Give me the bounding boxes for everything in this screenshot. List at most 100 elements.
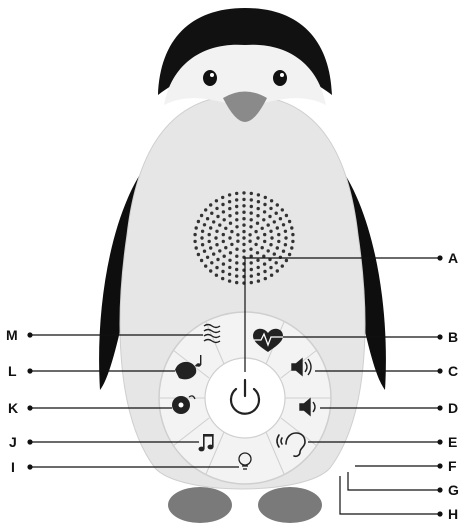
right-eye — [273, 70, 287, 86]
grille-dot — [242, 249, 245, 252]
callout-c: C — [448, 363, 458, 379]
grille-dot — [228, 259, 231, 262]
grille-dot — [242, 198, 245, 201]
grille-dot — [290, 226, 293, 229]
callout-g: G — [448, 482, 459, 498]
grille-dot — [261, 227, 264, 230]
callout-k: K — [8, 400, 18, 416]
grille-dot — [235, 255, 238, 258]
left-eye — [203, 70, 217, 86]
grille-dot — [261, 246, 264, 249]
grille-dot — [277, 240, 280, 243]
grille-dot — [223, 255, 226, 258]
grille-dot — [197, 253, 200, 256]
grille-dot — [201, 243, 204, 246]
grille-dot — [250, 211, 253, 214]
grille-dot — [267, 223, 270, 226]
grille-dot — [257, 273, 260, 276]
grille-dot — [228, 200, 231, 203]
grille-dot — [248, 240, 251, 243]
callout-f: F — [448, 458, 457, 474]
grille-dot — [206, 256, 209, 259]
grille-dot — [281, 264, 284, 267]
grille-dot — [269, 207, 272, 210]
grille-dot — [195, 226, 198, 229]
grille-dot — [249, 225, 252, 228]
grille-dot — [204, 208, 207, 211]
grille-dot — [256, 214, 259, 217]
grille-dot — [228, 193, 231, 196]
grille-dot — [242, 191, 245, 194]
grille-dot — [279, 217, 282, 220]
grille-dot — [218, 249, 221, 252]
grille-dot — [235, 192, 238, 195]
grille-dot — [263, 240, 266, 243]
grille-dot — [284, 243, 287, 246]
grille-dot — [269, 266, 272, 269]
grille-dot — [222, 233, 225, 236]
grille-dot — [203, 250, 206, 253]
grille-dot — [264, 196, 267, 199]
grille-dot — [228, 236, 231, 239]
grille-dot — [250, 268, 253, 271]
grille-dot — [285, 259, 288, 262]
grille-dot — [235, 268, 238, 271]
grille-dot — [212, 252, 215, 255]
grille-dot — [284, 230, 287, 233]
grille-dot — [215, 274, 218, 277]
grille-dot — [208, 233, 211, 236]
grille-dot — [264, 277, 267, 280]
grille-dot — [235, 218, 238, 221]
grille-dot — [200, 214, 203, 217]
grille-dot — [210, 212, 213, 215]
grille-dot — [228, 273, 231, 276]
grille-dot — [250, 261, 253, 264]
grille-dot — [224, 246, 227, 249]
callout-i: I — [11, 459, 15, 475]
grille-dot — [276, 203, 279, 206]
grille-dot — [276, 226, 279, 229]
grille-dot — [242, 230, 245, 233]
grille-dot — [229, 251, 232, 254]
grille-dot — [228, 207, 231, 210]
grille-dot — [212, 220, 215, 223]
grille-dot — [257, 207, 260, 210]
grille-dot — [230, 243, 233, 246]
callout-m: M — [6, 327, 18, 343]
grille-dot — [254, 243, 257, 246]
grille-dot — [222, 240, 225, 243]
grille-dot — [270, 236, 273, 239]
grille-dot — [282, 250, 285, 253]
grille-dot — [223, 218, 226, 221]
grille-dot — [235, 198, 238, 201]
callout-j: J — [9, 434, 17, 450]
grille-dot — [291, 240, 294, 243]
grille-dot — [229, 222, 232, 225]
grille-dot — [235, 274, 238, 277]
grille-dot — [228, 279, 231, 282]
grille-dot — [263, 270, 266, 273]
grille-dot — [242, 223, 245, 226]
grille-dot — [275, 261, 278, 264]
grille-dot — [195, 246, 198, 249]
grille-dot — [273, 252, 276, 255]
grille-dot — [235, 261, 238, 264]
grille-dot — [256, 251, 259, 254]
left-foot — [168, 487, 232, 523]
grille-dot — [215, 230, 218, 233]
grille-dot — [221, 196, 224, 199]
grille-dot — [228, 214, 231, 217]
grille-dot — [250, 205, 253, 208]
grille-dot — [285, 214, 288, 217]
grille-dot — [215, 199, 218, 202]
grille-dot — [262, 255, 265, 258]
grille-dot — [249, 248, 252, 251]
callout-a: A — [448, 250, 458, 266]
grille-dot — [267, 249, 270, 252]
grille-dot — [250, 218, 253, 221]
grille-dot — [242, 211, 245, 214]
grille-dot — [262, 218, 265, 221]
grille-dot — [284, 236, 287, 239]
